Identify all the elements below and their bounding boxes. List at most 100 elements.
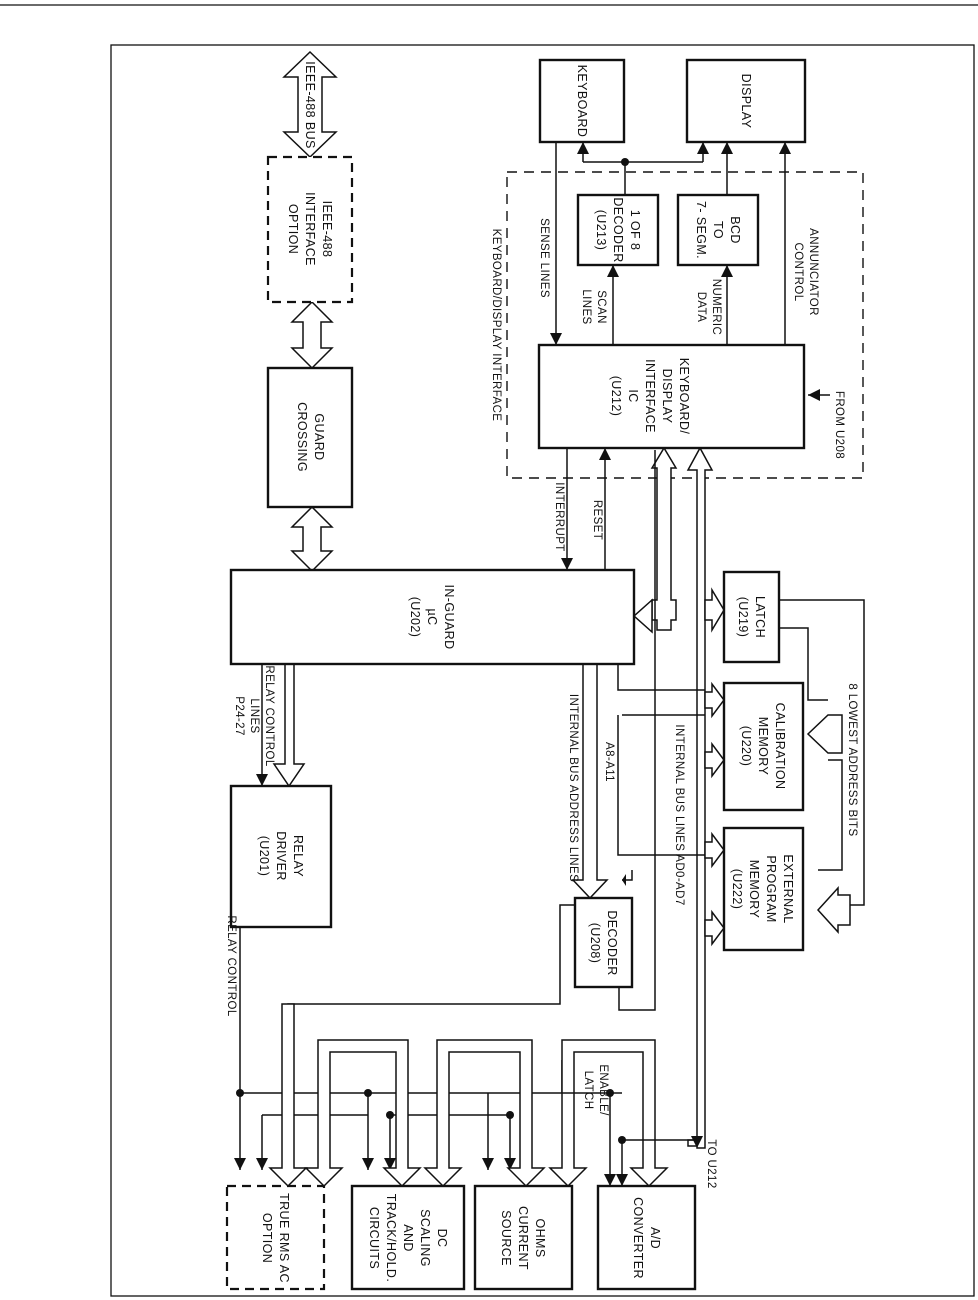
decoder-u208-line-1: DECODER: [605, 910, 619, 975]
sense-lines-label: SENSE LINES: [538, 218, 550, 298]
bus-into-inguard: [632, 598, 653, 634]
calibration-memory-block: [722, 681, 805, 812]
from-u208-label: FROM U208: [833, 391, 845, 459]
dc-scaling-line-3: AND: [401, 1224, 415, 1252]
external-line-3: MEMORY: [747, 860, 761, 919]
guard-crossing-line-1: GUARD: [312, 413, 326, 460]
internal-bus-ad-label: INTERNAL BUS LINES AD0-AD7: [673, 724, 685, 905]
ohms-line-2: CURRENT: [516, 1206, 530, 1270]
keyboard-display-ic-block: [537, 343, 806, 450]
bus-to-external-1: [704, 831, 725, 869]
ad-line-2: CONVERTER: [631, 1197, 645, 1279]
decoder-u213-line-2: DECODER: [611, 197, 625, 262]
relay-control-lines-label-2: LINES: [248, 698, 260, 733]
in-guard-line-3: (U202): [408, 597, 422, 638]
bcd-line-3: 7- SEGM.: [694, 201, 708, 259]
a8-a11-label: A8-A11: [603, 742, 615, 782]
interrupt-label: INTERRUPT: [553, 482, 565, 551]
bus-to-true-rms: [268, 1003, 308, 1188]
latch-line-1: LATCH: [753, 596, 767, 638]
dc-scaling-line-1: DC: [435, 1229, 449, 1248]
relay-driver-block: [229, 784, 333, 929]
kbd-ic-line-1: KEYBOARD/: [677, 358, 691, 435]
ieee-488-interface-option: [266, 155, 354, 304]
in-guard-uc-block: [229, 568, 636, 666]
bus-to-latch: [704, 587, 725, 633]
bcd-7seg-block: [676, 193, 760, 267]
display-label: DISPLAY: [739, 74, 753, 129]
kbd-ic-line-5: (U212): [609, 376, 623, 417]
ieee-bus-label: IEEE-488 BUS: [303, 61, 317, 148]
external-line-4: (U222): [730, 869, 744, 910]
bus-low-bits-to-calibration: [806, 714, 843, 754]
decoder-u208-line-2: (U208): [588, 923, 602, 964]
bus-low-bits-to-external: [816, 886, 851, 934]
dc-scaling-line-4: TRACK/HOLD.: [384, 1194, 398, 1282]
bus-to-external-2: [704, 909, 725, 947]
ieee-option-line-3: OPTION: [286, 204, 300, 254]
relay-driver-line-3: (U201): [257, 836, 271, 877]
reset-label: RESET: [591, 500, 603, 540]
internal-address-lines-label: INTERNAL BUS ADDRESS LINES: [567, 694, 579, 882]
true-rms-ac-option-block: [225, 1184, 326, 1291]
relay-driver-line-1: RELAY: [291, 835, 305, 877]
bus-guard-inguard: [290, 505, 334, 573]
bus-ieee-guard: [290, 300, 334, 370]
external-line-2: PROGRAM: [764, 855, 778, 922]
bus-to-dc-scaling: [304, 1039, 422, 1188]
ohms-line-3: SOURCE: [499, 1210, 513, 1266]
dc-scaling-line-2: SCALING: [418, 1209, 432, 1267]
decoder-u213-line-3: (U213): [594, 210, 608, 251]
to-u212-label: TO U212: [705, 1139, 717, 1188]
calibration-line-2: MEMORY: [756, 717, 770, 776]
keyboard-block: [538, 58, 626, 144]
annunciator-label-2: CONTROL: [792, 242, 804, 301]
ad-line-1: A/D: [648, 1227, 662, 1249]
dc-scaling-line-5: CIRCUITS: [367, 1207, 381, 1269]
external-line-1: EXTERNAL: [781, 854, 795, 923]
bus-to-ohms: [423, 1039, 546, 1188]
bus-ad0-ad7: [686, 446, 714, 1149]
scan-lines-label-2: LINES: [580, 289, 592, 324]
lowest-address-bits-label: 8 LOWEST ADDRESS BITS: [846, 683, 858, 836]
true-rms-line-1: TRUE RMS AC: [277, 1193, 291, 1283]
display-block: [685, 58, 807, 144]
ohms-line-1: OHMS: [533, 1218, 547, 1257]
ieee-option-line-1: IEEE-488: [320, 201, 334, 258]
numeric-data-label-1: NUMERIC: [710, 279, 722, 335]
guard-crossing-block: [266, 366, 354, 509]
relay-control-lines-label-1: RELAY CONTROL: [263, 665, 275, 766]
latch-line-2: (U219): [736, 597, 750, 638]
bus-to-calibration-1: [704, 681, 725, 719]
calibration-line-3: (U220): [739, 726, 753, 767]
kbd-ic-line-3: INTERFACE: [643, 359, 657, 433]
decoder-u208-block: [573, 896, 634, 989]
latch-block: [722, 570, 781, 664]
relay-driver-line-2: DRIVER: [274, 831, 288, 881]
true-rms-line-2: OPTION: [260, 1213, 274, 1263]
bcd-line-1: BCD: [728, 216, 742, 244]
in-guard-line-1: IN-GUARD: [442, 584, 456, 649]
ohms-current-source-block: [473, 1184, 574, 1291]
enable-latch-label-2: LATCH: [582, 1071, 594, 1110]
bus-relay-control-lines: [272, 663, 306, 788]
keyboard-display-interface-label: KEYBOARD/DISPLAY INTERFACE: [490, 229, 502, 422]
dc-scaling-block: [350, 1184, 466, 1291]
decoder-u213-block: [576, 193, 660, 267]
enable-latch-label-1: ENABLE/: [597, 1064, 609, 1116]
bus-to-ad: [548, 1039, 669, 1188]
keyboard-display-interface-region: [506, 171, 864, 479]
ieee-option-line-2: INTERFACE: [303, 192, 317, 266]
calibration-line-1: CALIBRATION: [773, 703, 787, 790]
bcd-line-2: TO: [711, 221, 725, 239]
ad-converter-block: [596, 1184, 697, 1291]
annunciator-label-1: ANNUNCIATOR: [807, 228, 819, 316]
figure-frame: [110, 44, 975, 1297]
decoder-u213-line-1: 1 OF 8: [628, 210, 642, 251]
relay-control-lines-label-3: P24-27: [233, 696, 245, 735]
bus-to-calibration-2: [704, 741, 725, 779]
scan-lines-label-1: SCAN: [595, 290, 607, 324]
bus-address-to-decoder: [571, 663, 609, 900]
keyboard-label: KEYBOARD: [575, 65, 589, 138]
